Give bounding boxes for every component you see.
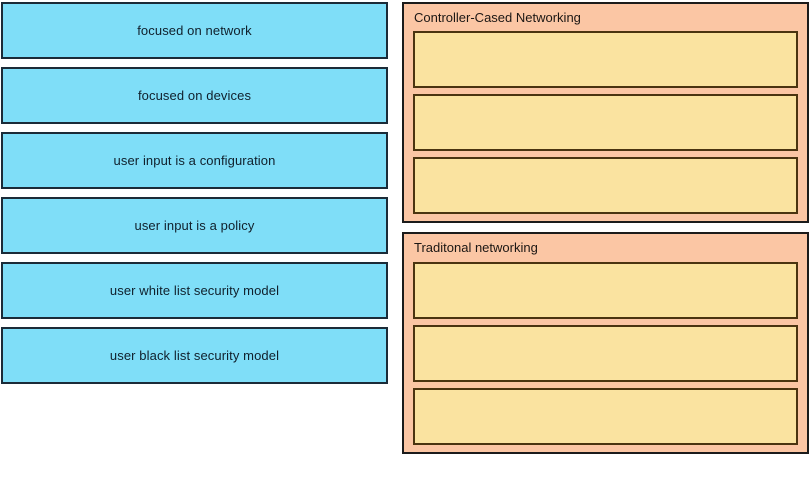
draggable-item[interactable]: user input is a policy [1,197,388,254]
draggable-item-label: focused on network [137,22,252,38]
dropzone[interactable] [413,31,798,89]
draggable-item[interactable]: focused on devices [1,67,388,124]
target-panel-title: Traditonal networking [414,240,538,256]
target-panel-traditional-networking: Traditonal networking [402,232,809,454]
dropzone[interactable] [413,261,798,319]
target-panel-title: Controller-Cased Networking [414,10,581,25]
draggable-item-label: user black list security model [109,347,280,363]
draggable-item-label: user white list security model [109,282,280,298]
draggable-item-label: user input is a policy [134,217,255,233]
dropzone[interactable] [413,157,798,215]
dropzone[interactable] [413,387,798,445]
source-items-list: focused on network focused on devices us… [1,2,388,384]
dropzone[interactable] [413,324,798,382]
target-panels-list: Controller-Cased Networking Traditonal n… [402,2,809,454]
dropzone[interactable] [413,94,798,152]
draggable-item[interactable]: focused on network [1,2,388,59]
draggable-item[interactable]: user black list security model [1,327,388,384]
draggable-item-label: focused on devices [137,87,252,103]
draggable-item-label: user input is a configuration [113,152,276,168]
draggable-item[interactable]: user white list security model [1,262,388,319]
target-panel-controller-based-networking: Controller-Cased Networking [402,2,809,224]
dropzone-stack [413,31,798,215]
draggable-item[interactable]: user input is a configuration [1,132,388,189]
dropzone-stack [413,261,798,445]
